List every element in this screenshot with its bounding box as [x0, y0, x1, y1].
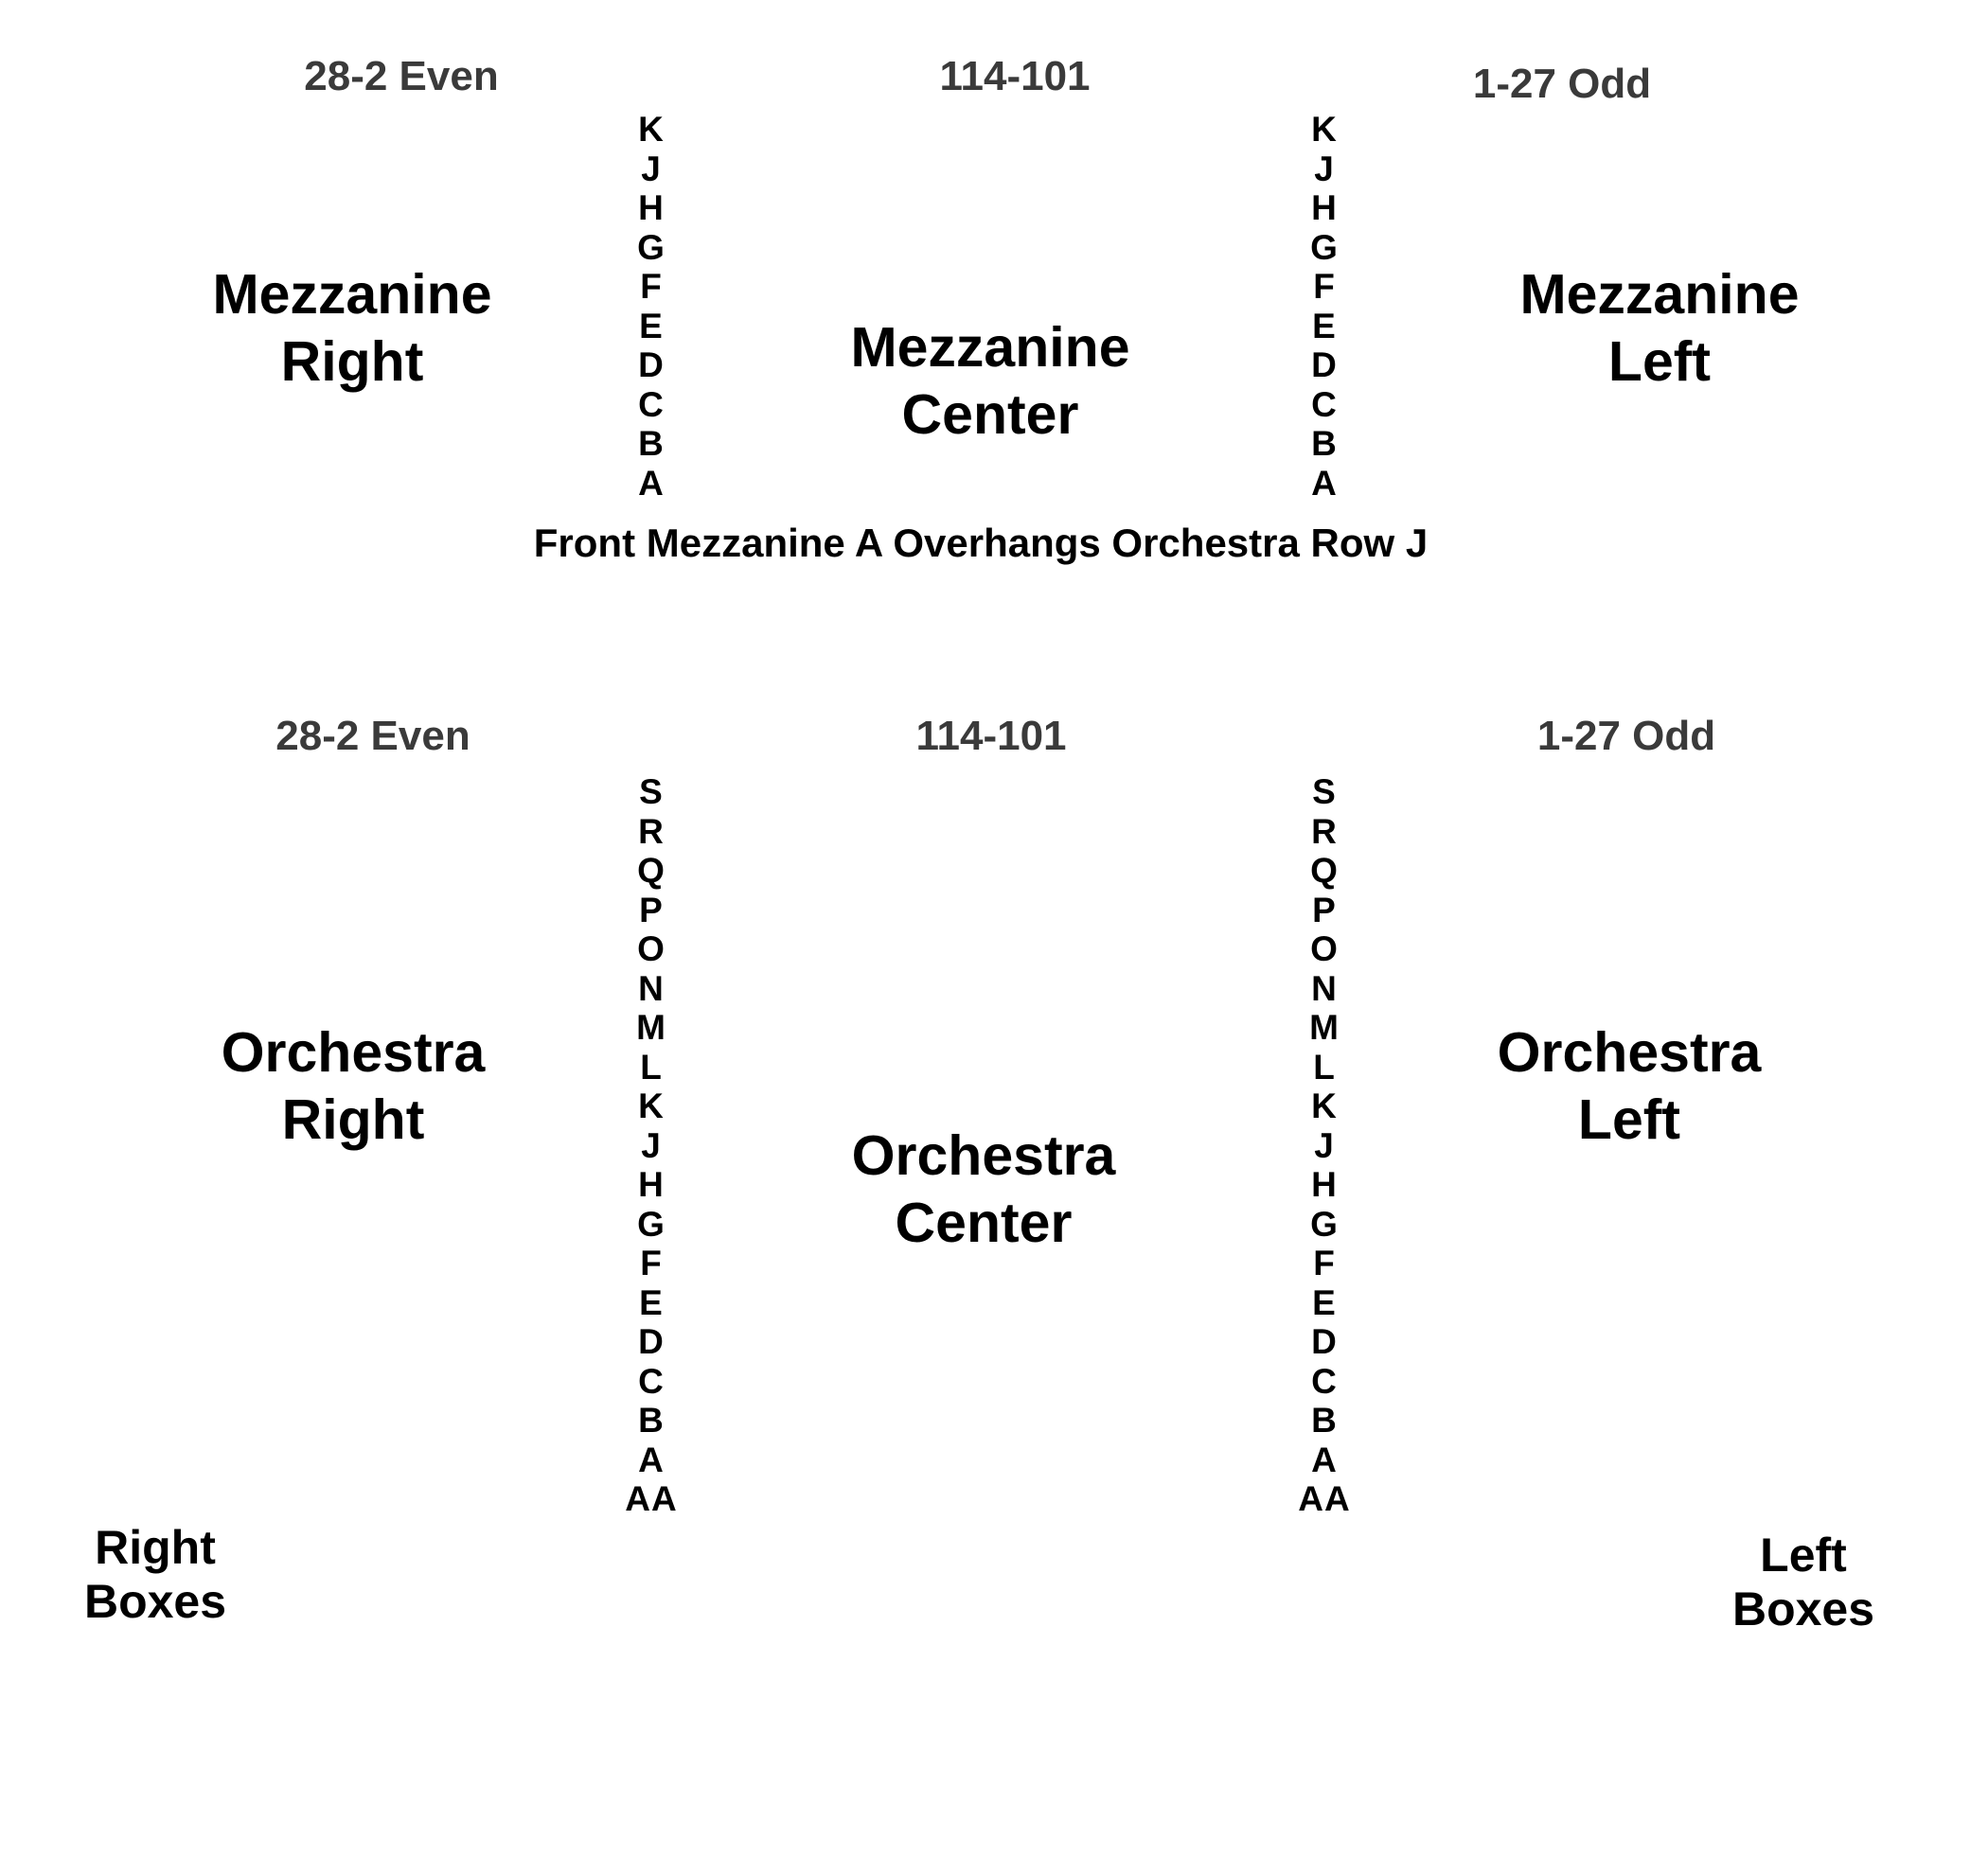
mezzanine-right-label-line1: Mezzanine	[212, 263, 492, 326]
left-boxes-label-line1: Left	[1760, 1529, 1847, 1582]
mezzanine-left-label[interactable]: Mezzanine Left	[1519, 261, 1799, 396]
row-label-n: N	[638, 968, 665, 1008]
orchestra-left-seat-range: 1-27 Odd	[1536, 713, 1716, 759]
orchestra-right-label-line2: Right	[281, 1088, 425, 1151]
orchestra-center-label-line1: Orchestra	[851, 1124, 1116, 1187]
row-label-h: H	[1311, 1165, 1338, 1204]
orchestra-right-seat-range: 28-2 Even	[275, 713, 470, 759]
mezzanine-left-label-line1: Mezzanine	[1519, 263, 1800, 326]
row-label-p: P	[1312, 890, 1337, 929]
right-boxes-label[interactable]: Right Boxes	[84, 1521, 226, 1629]
mezzanine-left-seat-range: 1-27 Odd	[1472, 61, 1652, 107]
row-label-q: Q	[1310, 851, 1339, 890]
mezzanine-center-label-line2: Center	[901, 383, 1079, 446]
row-label-e: E	[1312, 1282, 1337, 1322]
right-boxes-label-line2: Boxes	[83, 1575, 227, 1628]
mezzanine-center-seat-range: 114-101	[939, 53, 1091, 99]
orchestra-center-label[interactable]: Orchestra Center	[852, 1123, 1116, 1257]
mezzanine-center-label[interactable]: Mezzanine Center	[850, 314, 1129, 449]
left-boxes-label[interactable]: Left Boxes	[1732, 1529, 1874, 1636]
overhang-note: Front Mezzanine A Overhangs Orchestra Ro…	[533, 521, 1429, 565]
left-boxes-label-line2: Boxes	[1731, 1582, 1875, 1635]
row-label-m: M	[636, 1008, 666, 1047]
row-label-f: F	[640, 1244, 663, 1282]
row-label-aa: AA	[625, 1479, 678, 1518]
row-label-k: K	[1311, 1087, 1338, 1125]
row-label-g: G	[1310, 1204, 1339, 1244]
mezzanine-right-seat-range: 28-2 Even	[304, 53, 499, 99]
orchestra-left-label-line1: Orchestra	[1497, 1021, 1762, 1084]
row-label-a: A	[638, 1440, 665, 1479]
row-label-c: C	[1311, 384, 1338, 424]
row-label-c: C	[638, 1361, 665, 1401]
row-label-o: O	[637, 929, 666, 968]
row-label-c: C	[638, 384, 665, 424]
row-label-f: F	[1313, 267, 1336, 306]
row-label-e: E	[1312, 306, 1337, 345]
row-label-d: D	[638, 1322, 665, 1361]
orchestra-right-label-line1: Orchestra	[221, 1021, 486, 1084]
row-label-b: B	[1311, 424, 1338, 463]
row-label-f: F	[1313, 1244, 1336, 1282]
row-label-q: Q	[637, 851, 666, 890]
row-label-m: M	[1309, 1008, 1340, 1047]
mezzanine-right-label[interactable]: Mezzanine Right	[212, 261, 491, 396]
row-label-h: H	[638, 1165, 665, 1204]
row-label-k: K	[638, 110, 665, 149]
orchestra-center-seat-range: 114-101	[915, 713, 1067, 759]
row-label-a: A	[1311, 463, 1338, 503]
row-label-g: G	[637, 1204, 666, 1244]
row-label-e: E	[639, 1282, 664, 1322]
row-label-j: J	[1314, 149, 1335, 188]
row-label-k: K	[638, 1087, 665, 1125]
row-label-g: G	[637, 227, 666, 267]
row-label-j: J	[1314, 1125, 1335, 1165]
row-label-n: N	[1311, 968, 1338, 1008]
row-label-r: R	[638, 811, 665, 851]
row-label-c: C	[1311, 1361, 1338, 1401]
row-label-d: D	[1311, 1322, 1338, 1361]
row-label-f: F	[640, 267, 663, 306]
orchestra-left-label-line2: Left	[1577, 1088, 1681, 1151]
right-boxes-label-line1: Right	[95, 1521, 216, 1574]
row-label-d: D	[1311, 345, 1338, 384]
row-label-r: R	[1311, 811, 1338, 851]
row-label-o: O	[1310, 929, 1339, 968]
row-label-j: J	[641, 149, 662, 188]
row-label-b: B	[638, 1401, 665, 1440]
row-label-s: S	[1312, 772, 1337, 811]
row-label-e: E	[639, 306, 664, 345]
row-label-aa: AA	[1298, 1479, 1351, 1518]
row-label-p: P	[639, 890, 664, 929]
row-label-h: H	[1311, 188, 1338, 227]
row-label-d: D	[638, 345, 665, 384]
row-label-l: L	[640, 1047, 663, 1087]
row-label-a: A	[638, 463, 665, 503]
mezzanine-right-label-line2: Right	[280, 330, 424, 393]
orchestra-left-label[interactable]: Orchestra Left	[1498, 1019, 1762, 1154]
row-label-k: K	[1311, 110, 1338, 149]
orchestra-center-label-line2: Center	[895, 1192, 1073, 1254]
row-label-h: H	[638, 188, 665, 227]
row-label-l: L	[1313, 1047, 1336, 1087]
row-label-j: J	[641, 1125, 662, 1165]
row-label-s: S	[639, 772, 664, 811]
row-label-b: B	[1311, 1401, 1338, 1440]
mezzanine-center-label-line1: Mezzanine	[850, 316, 1130, 379]
row-label-b: B	[638, 424, 665, 463]
row-label-g: G	[1310, 227, 1339, 267]
mezzanine-left-label-line2: Left	[1607, 330, 1712, 393]
row-label-a: A	[1311, 1440, 1338, 1479]
orchestra-right-label[interactable]: Orchestra Right	[222, 1019, 486, 1154]
